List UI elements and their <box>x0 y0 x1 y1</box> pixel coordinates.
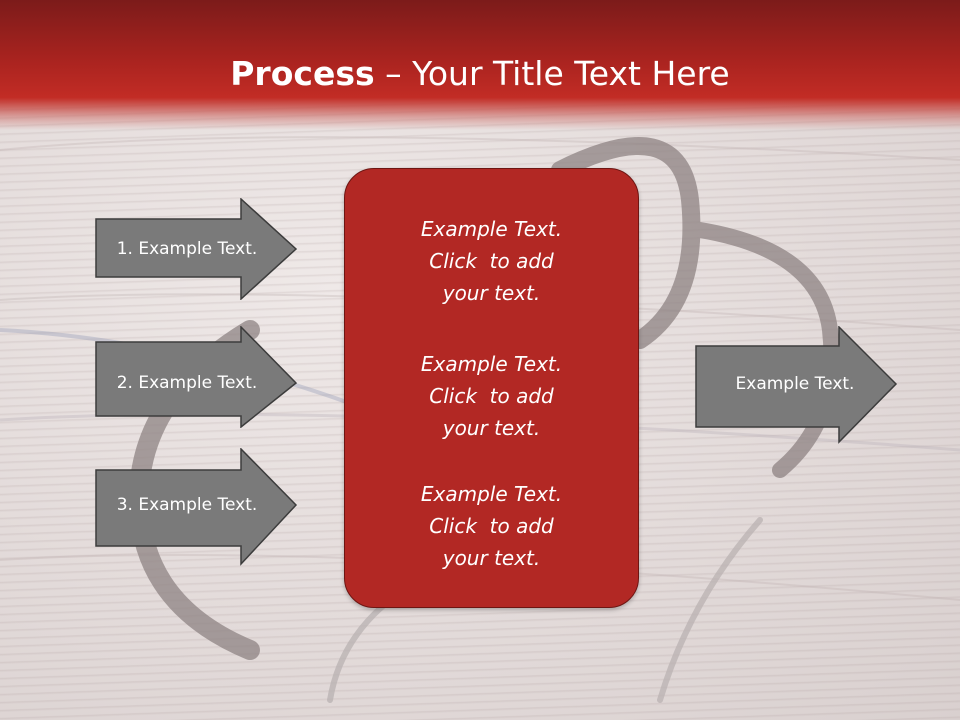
block-line: Click to add <box>429 384 554 408</box>
slide-title[interactable]: Process – Your Title Text Here <box>0 52 960 96</box>
title-rest: – Your Title Text Here <box>374 54 730 93</box>
block-line: Click to add <box>429 249 554 273</box>
center-text-block-1[interactable]: Example Text. Click to add your text. <box>345 213 638 309</box>
step-arrow-3[interactable]: 3. Example Text. <box>95 448 299 566</box>
arrow-shape-icon <box>95 326 298 428</box>
step-label-3: 3. Example Text. <box>116 495 258 515</box>
block-line: your text. <box>442 416 541 440</box>
block-line: Click to add <box>429 514 554 538</box>
block-line: your text. <box>442 281 541 305</box>
center-content-box[interactable]: Example Text. Click to add your text. Ex… <box>344 168 639 608</box>
title-strong: Process <box>230 54 375 93</box>
step-label-2: 2. Example Text. <box>116 373 258 393</box>
center-text-block-2[interactable]: Example Text. Click to add your text. <box>345 348 638 444</box>
block-line: Example Text. <box>420 352 563 376</box>
step-arrow-2[interactable]: 2. Example Text. <box>95 326 299 428</box>
center-text-block-3[interactable]: Example Text. Click to add your text. <box>345 478 638 574</box>
output-label: Example Text. <box>735 374 855 394</box>
block-line: Example Text. <box>420 217 563 241</box>
title-banner <box>0 0 960 130</box>
block-line: your text. <box>442 546 541 570</box>
output-arrow[interactable]: Example Text. <box>695 326 899 444</box>
arrow-shape-icon <box>95 198 298 300</box>
arrow-shape-icon <box>695 326 898 444</box>
step-arrow-1[interactable]: 1. Example Text. <box>95 198 299 300</box>
block-line: Example Text. <box>420 482 563 506</box>
arrow-shape-icon <box>95 448 298 566</box>
step-label-1: 1. Example Text. <box>116 239 258 259</box>
